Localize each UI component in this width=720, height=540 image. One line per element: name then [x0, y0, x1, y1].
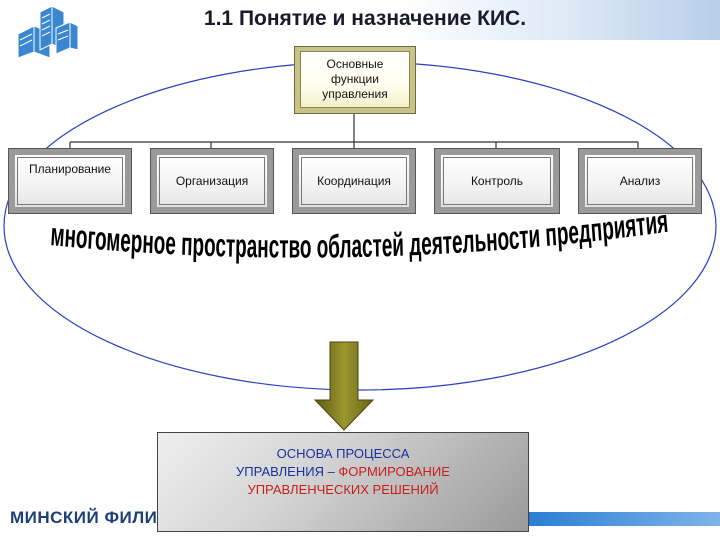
- main-box-line1: Основные: [326, 57, 384, 71]
- function-label-analysis: Анализ: [587, 157, 693, 205]
- function-label-organization: Организация: [159, 157, 265, 205]
- footer-bar-gradient: [530, 512, 720, 526]
- function-label-planning: Планирование: [17, 157, 123, 205]
- function-box-coordination: Координация: [292, 148, 416, 214]
- result-box: ОСНОВА ПРОЦЕССА УПРАВЛЕНИЯ – ФОРМИРОВАНИ…: [157, 432, 529, 532]
- result-line2b: ФОРМИРОВАНИЕ: [338, 464, 450, 479]
- down-arrow-icon: [313, 341, 375, 431]
- main-box-line3: управления: [322, 87, 388, 101]
- function-label-coordination: Координация: [301, 157, 407, 205]
- main-box-line2: функции: [331, 72, 379, 86]
- ribbon-wordart: многомерное пространство областей деятел…: [50, 215, 670, 265]
- building-logo-icon: [17, 5, 79, 59]
- footer-text: МИНСКИЙ ФИЛИ: [10, 508, 158, 527]
- main-functions-box: Основные функции управления: [294, 46, 416, 114]
- function-box-organization: Организация: [150, 148, 274, 214]
- function-label-control: Контроль: [443, 157, 551, 205]
- svg-text:многомерное пространство облас: многомерное пространство областей деятел…: [50, 215, 670, 265]
- result-line3: УПРАВЛЕНЧЕСКИХ РЕШЕНИЙ: [247, 482, 439, 497]
- result-line1: ОСНОВА ПРОЦЕССА: [276, 446, 410, 461]
- function-box-analysis: Анализ: [578, 148, 702, 214]
- result-line2a: УПРАВЛЕНИЯ –: [236, 464, 339, 479]
- title-band: [0, 0, 720, 40]
- page-title: 1.1 Понятие и назначение КИС.: [203, 7, 527, 30]
- function-box-control: Контроль: [434, 148, 560, 214]
- ribbon-text: многомерное пространство областей деятел…: [50, 215, 670, 265]
- function-box-planning: Планирование: [8, 148, 132, 214]
